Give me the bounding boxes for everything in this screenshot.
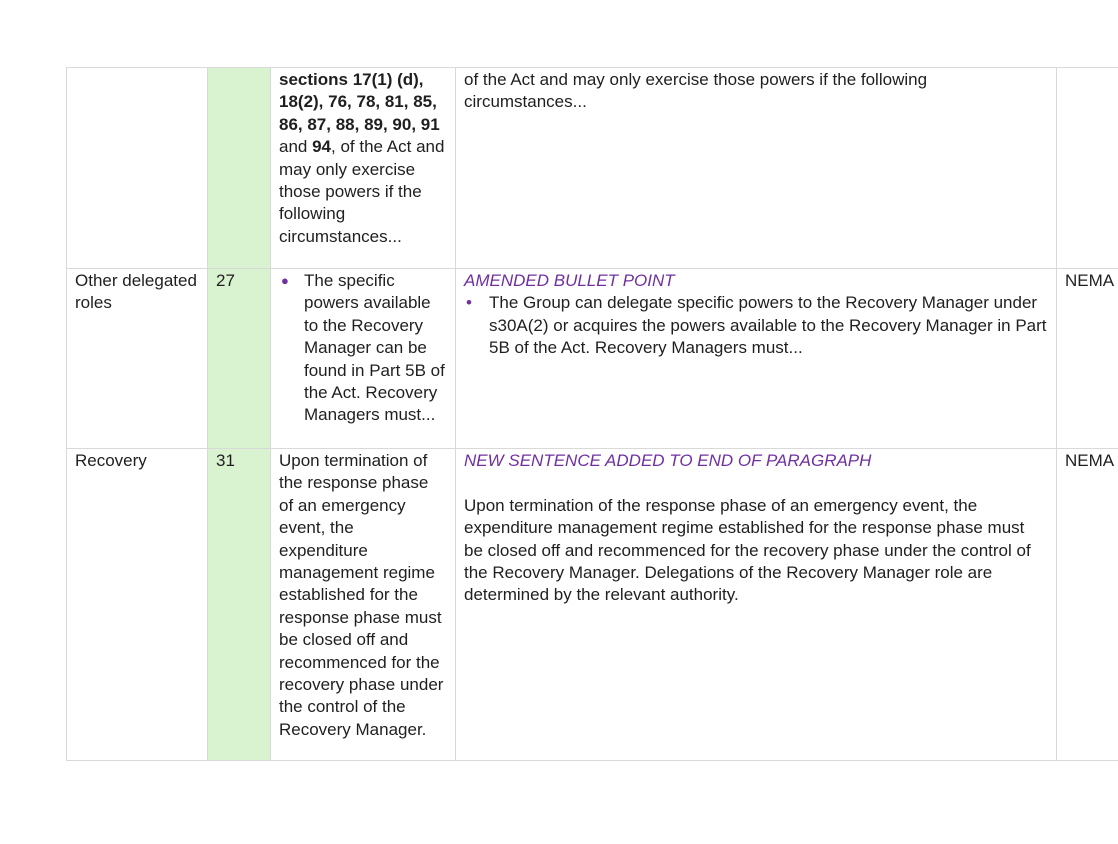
old-text-cell: sections 17(1) (d), 18(2), 76, 78, 81, 8… <box>270 67 456 269</box>
page-cell <box>207 67 271 269</box>
new-text-cell: NEW SENTENCE ADDED TO END OF PARAGRAPH U… <box>455 448 1057 761</box>
bullet-icon: ● <box>281 273 289 288</box>
new-bullet-text: The Group can delegate specific powers t… <box>489 293 1047 358</box>
new-text-cell: of the Act and may only exercise those p… <box>455 67 1057 269</box>
table-row: sections 17(1) (d), 18(2), 76, 78, 81, 8… <box>66 67 1118 269</box>
blank-line <box>464 472 1048 494</box>
old-bullet-item: ● The specific powers available to the R… <box>279 270 447 427</box>
old-text-bold-94: 94 <box>312 137 332 157</box>
table-row: Other delegated roles 27 ● The specific … <box>66 268 1118 449</box>
new-text: of the Act and may only exercise those p… <box>464 70 928 112</box>
old-text: Upon termination of the response phase o… <box>279 451 444 739</box>
new-text: Upon termination of the response phase o… <box>464 495 1031 605</box>
old-text-bold-sections: sections 17(1) (d), 18(2), 76, 78, 81, 8… <box>279 70 440 134</box>
source-cell: NEMA <box>1056 268 1118 449</box>
old-text-cell: Upon termination of the response phase o… <box>270 448 456 761</box>
change-tag: AMENDED BULLET POINT <box>464 271 675 290</box>
change-tag: NEW SENTENCE ADDED TO END OF PARAGRAPH <box>464 451 872 470</box>
bullet-icon: • <box>466 293 472 313</box>
page-cell: 31 <box>207 448 271 761</box>
new-bullet-item: • The Group can delegate specific powers… <box>464 292 1048 359</box>
topic-cell <box>66 67 208 269</box>
old-text-cell: ● The specific powers available to the R… <box>270 268 456 449</box>
source-cell <box>1056 67 1118 269</box>
table-row: Recovery 31 Upon termination of the resp… <box>66 448 1118 761</box>
new-text-cell: AMENDED BULLET POINT • The Group can del… <box>455 268 1057 449</box>
changes-table: sections 17(1) (d), 18(2), 76, 78, 81, 8… <box>66 67 1118 761</box>
old-text-and: and <box>279 137 313 157</box>
topic-cell: Other delegated roles <box>66 268 208 449</box>
old-text-rest: , of the Act and may only exercise those… <box>279 137 445 246</box>
old-bullet-text: The specific powers available to the Rec… <box>304 271 445 425</box>
topic-cell: Recovery <box>66 448 208 761</box>
source-cell: NEMA <box>1056 448 1118 761</box>
page-cell: 27 <box>207 268 271 449</box>
